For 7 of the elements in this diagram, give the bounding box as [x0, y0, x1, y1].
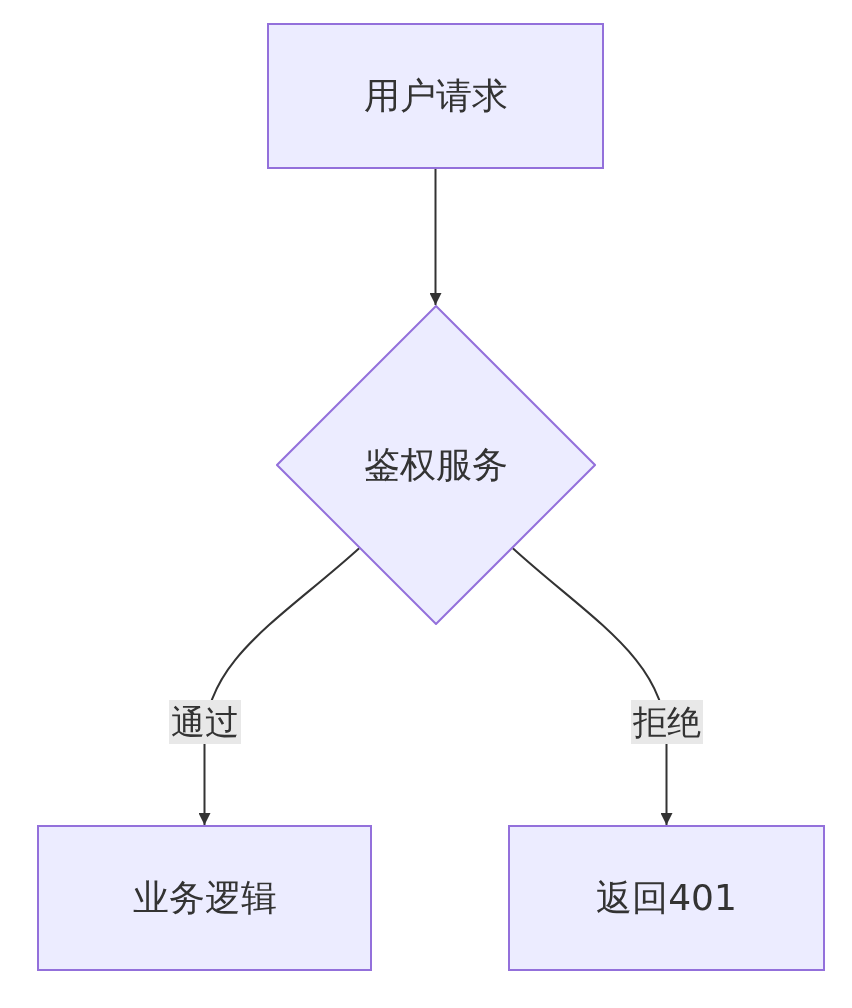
process-box: 返回401: [508, 825, 825, 971]
edge-label: 通过: [168, 700, 241, 744]
edge-label: 拒绝: [630, 700, 703, 744]
arrow: [429, 168, 442, 306]
process-box: 用户请求: [267, 23, 604, 169]
decision-diamond: 鉴权服务: [276, 305, 596, 625]
process-box: 业务逻辑: [37, 825, 372, 971]
